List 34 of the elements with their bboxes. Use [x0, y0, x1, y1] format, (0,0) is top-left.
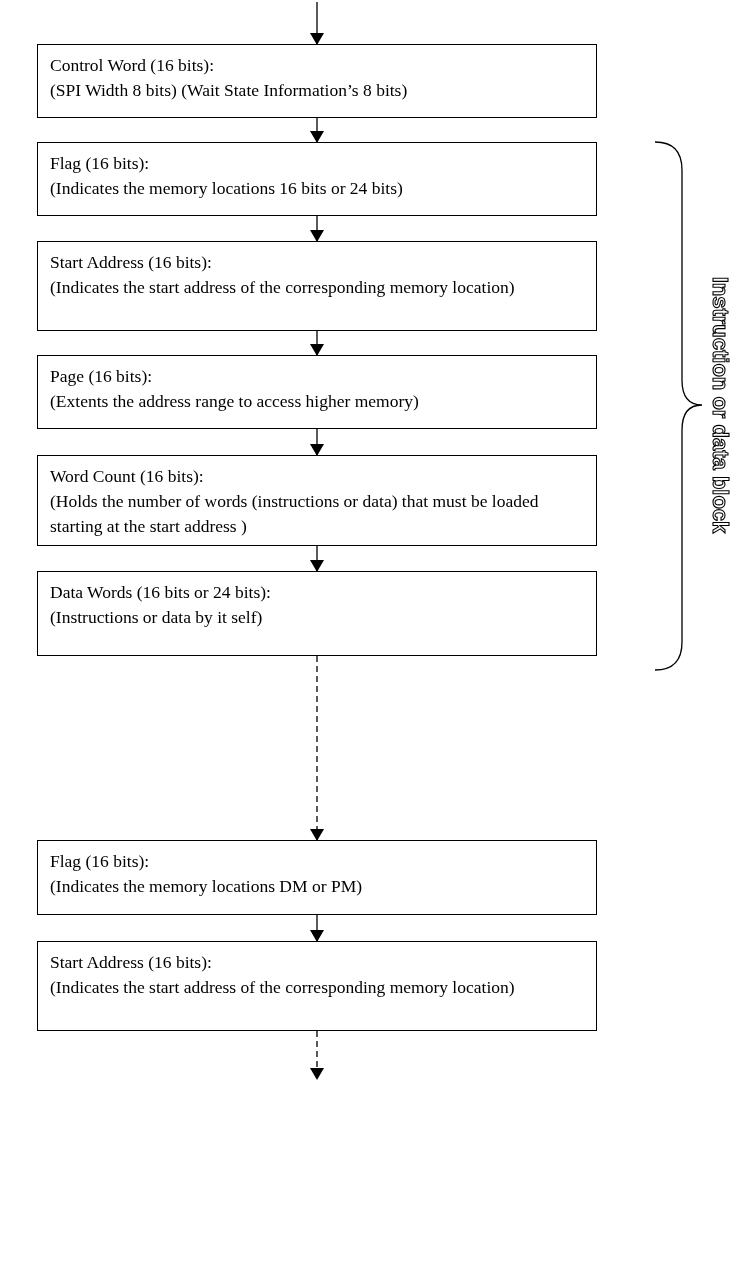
process-box: [37, 355, 597, 429]
box-description: (Instructions or data by it self): [50, 606, 264, 629]
arrow: [310, 330, 324, 356]
arrow: [310, 655, 324, 841]
arrow: [310, 1030, 324, 1080]
box-heading: Flag (16 bits):: [50, 850, 151, 873]
box-description: (Extents the address range to access higher memory): [50, 390, 420, 413]
box-description: (Indicates the start address of the corresponding memory location): [50, 976, 516, 999]
process-box: [37, 840, 597, 915]
arrow: [310, 428, 324, 456]
process-box: [37, 241, 597, 331]
box-description: (Indicates the memory locations 16 bits or 24 bits): [50, 177, 404, 200]
box-heading: Page (16 bits):: [50, 365, 154, 388]
side-label: Instruction or data block: [706, 276, 733, 534]
box-heading: Word Count (16 bits):: [50, 465, 205, 488]
process-box: [37, 941, 597, 1031]
box-heading: Start Address (16 bits):: [50, 951, 213, 974]
arrow: [310, 117, 324, 143]
box-heading: Start Address (16 bits):: [50, 251, 213, 274]
arrow: [310, 545, 324, 572]
box-description: (SPI Width 8 bits) (Wait State Information’s 8 bits): [50, 79, 409, 102]
box-description: (Holds the number of words (instructions or data) that must be loaded starting at the start address ): [50, 490, 540, 538]
arrow: [310, 215, 324, 242]
process-box: [37, 455, 597, 546]
box-heading: Control Word (16 bits):: [50, 54, 216, 77]
process-box: [37, 571, 597, 656]
box-description: (Indicates the start address of the corresponding memory location): [50, 276, 516, 299]
box-heading: Flag (16 bits):: [50, 152, 151, 175]
arrow: [310, 1, 324, 45]
process-box: [37, 142, 597, 216]
process-box: [37, 44, 597, 118]
arrow: [310, 914, 324, 942]
box-description: (Indicates the memory locations DM or PM): [50, 875, 364, 898]
box-heading: Data Words (16 bits or 24 bits):: [50, 581, 272, 604]
